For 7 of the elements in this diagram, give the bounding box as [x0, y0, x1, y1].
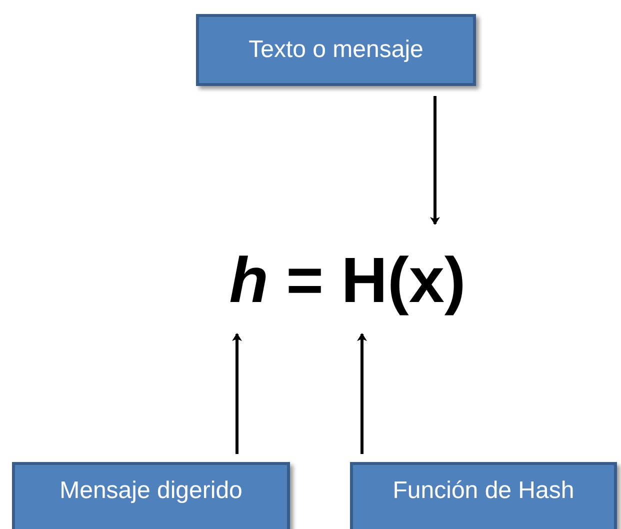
text-box: Función de Hash	[350, 462, 617, 529]
text-box: Texto o mensaje	[196, 14, 476, 86]
arrow	[357, 333, 367, 454]
arrow	[232, 333, 242, 454]
formula: h = H(x)	[215, 240, 480, 320]
text-box: Mensaje digerido	[12, 462, 290, 529]
arrow	[430, 96, 440, 225]
